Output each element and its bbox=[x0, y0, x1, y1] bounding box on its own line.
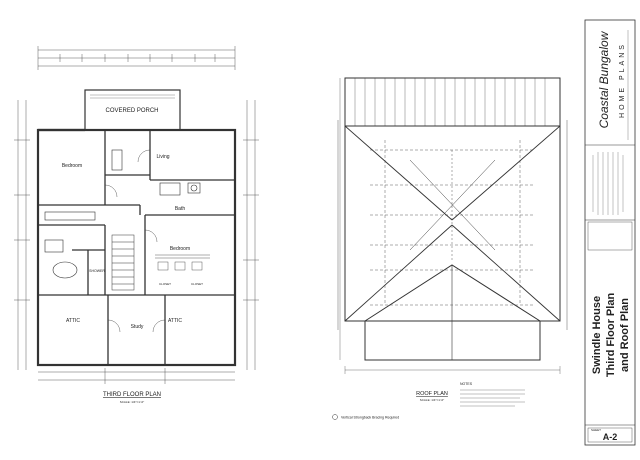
roof-plan-title: ROOF PLAN bbox=[416, 391, 448, 397]
top-dimension-lines bbox=[37, 46, 236, 70]
roof-front-gable bbox=[364, 264, 541, 361]
bath-fixtures bbox=[44, 149, 201, 279]
interior-walls bbox=[38, 130, 235, 365]
third-floor-scale: SCALE: 1/4"=1'-0" bbox=[120, 400, 144, 404]
label-closet-a: CLOSET bbox=[159, 282, 171, 286]
label-living: Living bbox=[156, 154, 169, 160]
staircase bbox=[111, 234, 135, 291]
exterior-wall bbox=[36, 128, 237, 367]
door-swings bbox=[104, 149, 166, 333]
title-block bbox=[584, 19, 636, 446]
label-covered-porch: COVERED PORCH bbox=[105, 108, 158, 114]
sheet-number: A-2 bbox=[603, 432, 618, 442]
label-attic-left: ATTIC bbox=[66, 318, 80, 324]
sheet-title-line-2: and Roof Plan bbox=[619, 298, 631, 372]
project-title: Swindle House bbox=[591, 296, 603, 374]
legend-bracing-symbol bbox=[332, 414, 338, 420]
company-name: HOME PLANS bbox=[619, 42, 626, 118]
label-closet-b: CLOSET bbox=[191, 282, 203, 286]
roof-plan bbox=[332, 77, 568, 420]
roof-notes-lines bbox=[460, 389, 525, 407]
closet-shelves bbox=[155, 254, 210, 271]
roof-notes-title: NOTES bbox=[460, 382, 473, 386]
label-bedroom-right: Bedroom bbox=[170, 246, 190, 252]
label-bedroom-left: Bedroom bbox=[62, 163, 82, 169]
third-floor-title: THIRD FLOOR PLAN bbox=[103, 392, 161, 398]
left-dimension-lines bbox=[14, 100, 30, 370]
bottom-dimension-lines bbox=[38, 368, 235, 384]
roof-labels: ROOF PLAN SCALE: 1/4"=1'-0" NOTES Vertic… bbox=[341, 382, 473, 420]
sheet-label: SHEET bbox=[591, 428, 601, 432]
label-attic-right: ATTIC bbox=[168, 318, 182, 324]
third-floor-labels: COVERED PORCH Bedroom Living Bath Bedroo… bbox=[62, 108, 203, 404]
title-block-text: Coastal Bungalow HOME PLANS Swindle Hous… bbox=[591, 30, 631, 442]
roof-plan-scale: SCALE: 1/4"=1'-0" bbox=[420, 398, 444, 402]
label-bath: Bath bbox=[175, 206, 186, 212]
label-shower: SHOWER bbox=[89, 269, 105, 273]
label-study: Study bbox=[131, 324, 144, 330]
third-floor-plan bbox=[14, 46, 259, 384]
sheet-title-line-1: Third Floor Plan bbox=[605, 293, 617, 378]
roof-outline bbox=[344, 125, 561, 322]
roof-legend-text: Vertical Strongback Bracing Required bbox=[341, 416, 399, 420]
right-dimension-lines bbox=[243, 100, 259, 370]
logo-text: Coastal Bungalow bbox=[597, 30, 611, 128]
copyright-lines bbox=[592, 152, 624, 215]
